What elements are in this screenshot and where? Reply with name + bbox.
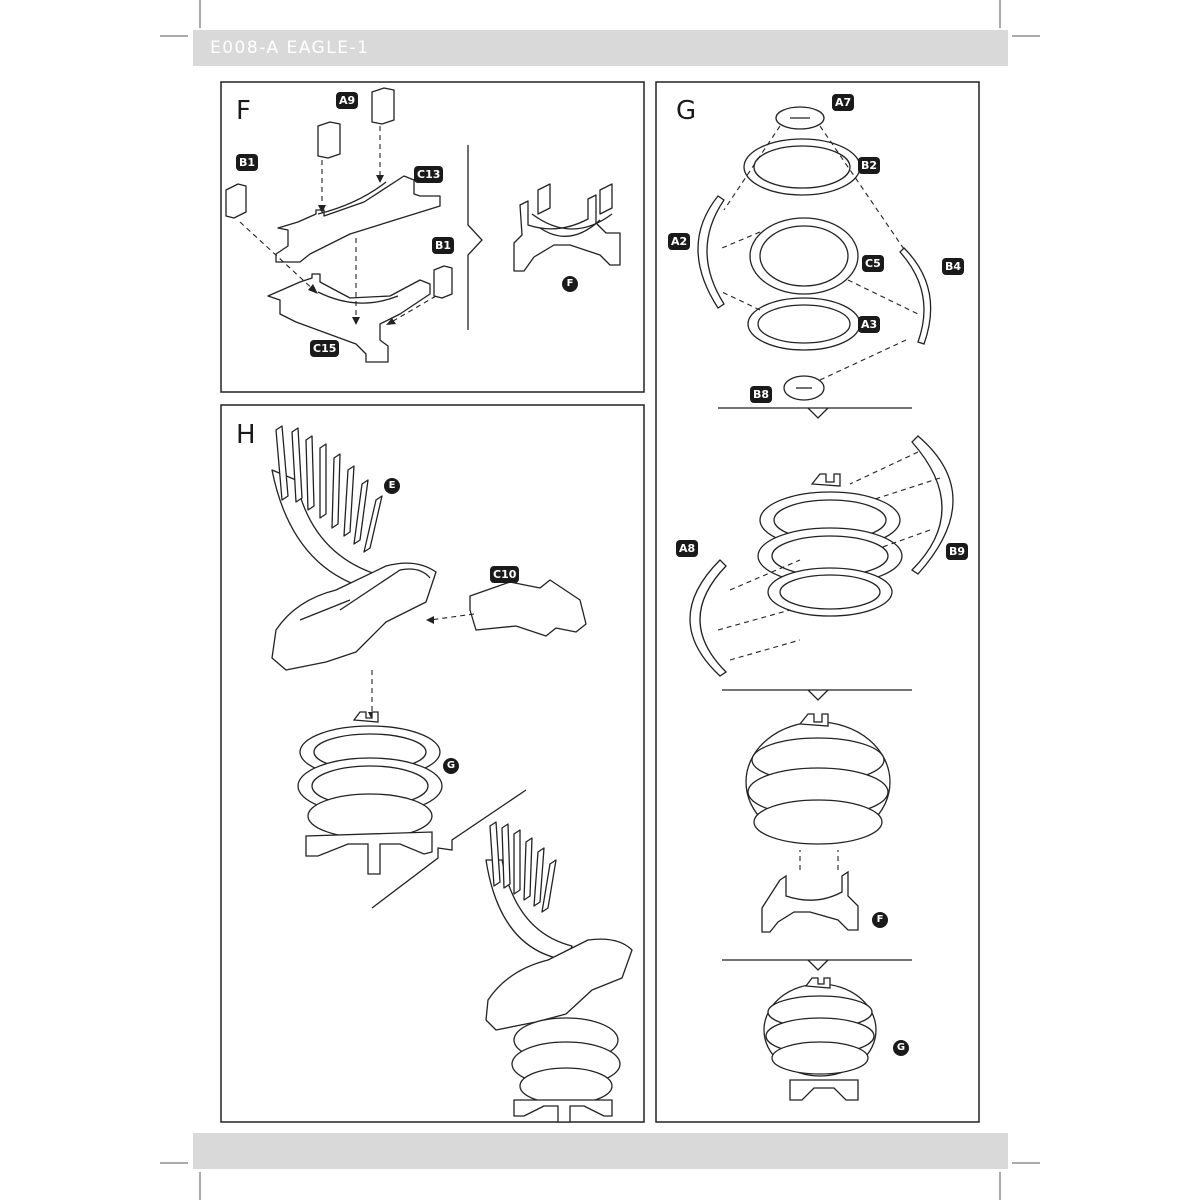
stand-marker-f: F bbox=[872, 912, 888, 928]
panel-g-arrows-mid bbox=[717, 451, 941, 661]
step-letter-f: F bbox=[236, 96, 251, 126]
header-code: E008-A EAGLE-1 bbox=[210, 38, 370, 58]
part-label-a3: A3 bbox=[858, 316, 881, 333]
footer-bar bbox=[193, 1133, 1008, 1169]
part-label-a9: A9 bbox=[336, 92, 359, 109]
panel-h-divider bbox=[371, 789, 527, 909]
part-label-a8: A8 bbox=[676, 540, 699, 557]
panel-g-sphere-step bbox=[689, 435, 954, 677]
assembled-stand-f bbox=[513, 183, 621, 272]
part-label-a7: A7 bbox=[832, 94, 855, 111]
part-label-a2: A2 bbox=[668, 233, 691, 250]
panel-f-divider bbox=[467, 145, 483, 330]
panel-g-arrows-top bbox=[721, 125, 919, 381]
result-marker-g: G bbox=[893, 1040, 909, 1056]
part-label-c13: C13 bbox=[414, 166, 444, 183]
wing-marker-e: E bbox=[384, 478, 400, 494]
part-label-b4: B4 bbox=[942, 258, 965, 275]
panel-f-drawing bbox=[225, 87, 453, 363]
result-marker-f: F bbox=[562, 276, 578, 292]
panel-h-base bbox=[297, 711, 443, 875]
part-label-c15: C15 bbox=[310, 340, 340, 357]
step-letter-h: H bbox=[236, 420, 256, 450]
panel-g-sphere-and-stand bbox=[745, 713, 891, 933]
panel-g-exploded bbox=[697, 106, 932, 401]
panel-h-wing bbox=[271, 425, 587, 671]
step-letter-g: G bbox=[676, 96, 697, 126]
assembled-eagle bbox=[485, 821, 633, 1123]
part-label-b1-top: B1 bbox=[236, 154, 259, 171]
part-label-b1-right: B1 bbox=[432, 237, 455, 254]
part-label-b9: B9 bbox=[946, 543, 969, 560]
part-label-b2: B2 bbox=[858, 157, 881, 174]
part-label-c5: C5 bbox=[862, 255, 884, 272]
panel-f-arrows bbox=[239, 126, 437, 325]
panel-h-frame bbox=[220, 404, 645, 1123]
part-label-c10: C10 bbox=[490, 566, 520, 583]
base-marker-g: G bbox=[443, 758, 459, 774]
panel-g-frame bbox=[655, 81, 980, 1123]
assembled-base-g bbox=[763, 977, 877, 1101]
panel-f-frame bbox=[220, 81, 645, 393]
header-bar bbox=[193, 30, 1008, 66]
part-label-b8: B8 bbox=[750, 386, 773, 403]
